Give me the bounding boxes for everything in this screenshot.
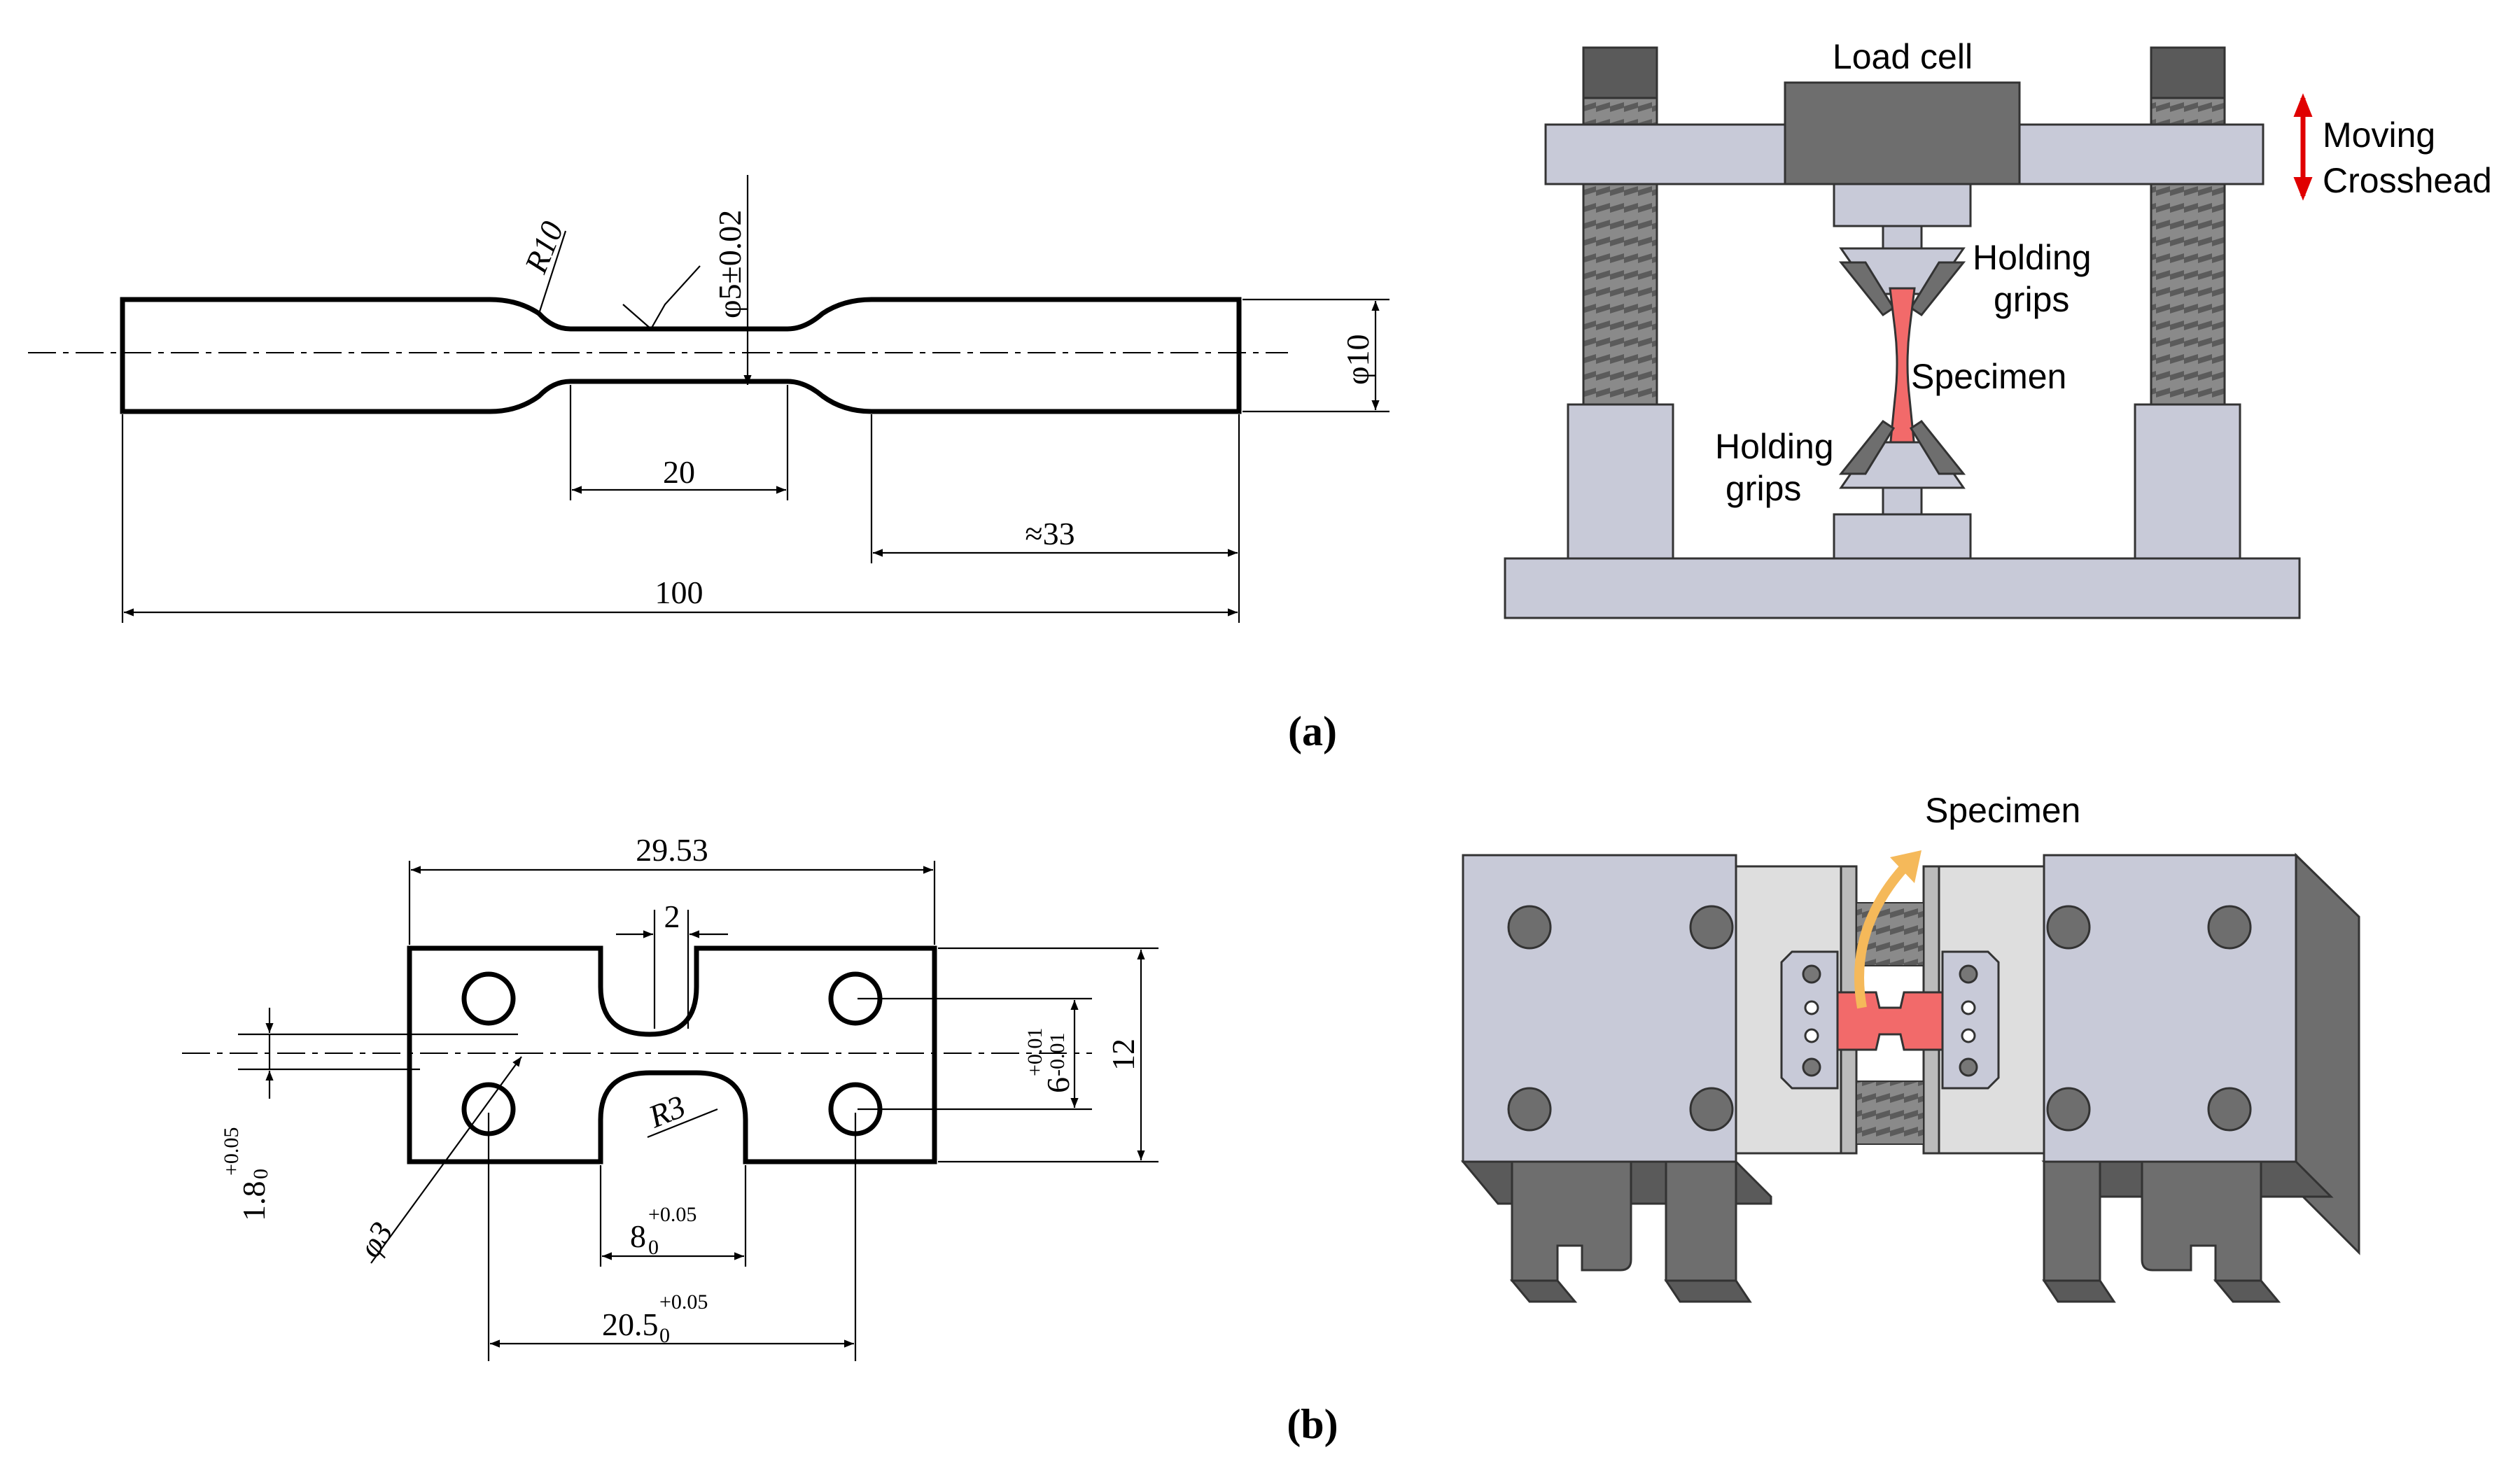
gauge-sub: 0 <box>648 1236 659 1259</box>
round-specimen-outline <box>120 297 1242 414</box>
specimen-label: Specimen <box>1911 357 2066 396</box>
hole-spacing-plus: +0.05 <box>659 1290 708 1314</box>
left-screw-thread <box>1582 174 1658 406</box>
base-plate <box>1504 557 2301 619</box>
hole-offset-plus: +0.05 <box>220 1127 243 1176</box>
hole-top-left <box>461 971 516 1026</box>
left-lower-column <box>1567 403 1674 560</box>
hole-spacing-base: 20.5 <box>602 1307 659 1342</box>
lower-grips-label-line1: Holding <box>1715 427 1834 466</box>
tol-upper-base: 6 <box>1040 1077 1076 1093</box>
hole-offset-sub: 0 <box>249 1169 272 1179</box>
left-fixture-foot <box>1511 1160 1632 1282</box>
upper-grips-label-line1: Holding <box>1973 238 2092 277</box>
load-cell-label: Load cell <box>1833 37 1973 76</box>
hole-offset-base: 1.8 <box>236 1181 272 1222</box>
specimen-arrow-icon <box>1854 864 1908 1009</box>
gauge-length-label: 20 <box>663 454 695 490</box>
right-lower-column <box>2134 403 2241 560</box>
tensile-machine: Load cell Holding grips Specimen Holding… <box>1504 37 2492 619</box>
panel-b-label: (b) <box>1287 1401 1338 1447</box>
flat-specimen-outline <box>407 945 937 1164</box>
width-total-label: 29.53 <box>636 832 708 868</box>
gauge-base: 8 <box>630 1218 646 1254</box>
r10-label: R10 <box>517 216 570 279</box>
upper-adapter <box>1833 183 1972 227</box>
lower-grips-label-line2: grips <box>1726 469 1801 508</box>
grip-length-label: ≈33 <box>1025 516 1074 551</box>
phi10-label: φ10 <box>1340 334 1376 385</box>
lower-adapter <box>1833 513 1972 560</box>
fixture-specimen <box>1836 991 1944 1051</box>
height-label: 12 <box>1105 1039 1141 1071</box>
right-clamp <box>1941 950 2000 1090</box>
gauge-plus: +0.05 <box>648 1203 696 1226</box>
right-screw-thread <box>2150 174 2226 406</box>
moving-label-line1: Moving <box>2323 115 2435 155</box>
tensile-fixture: Specimen <box>1460 791 2360 1303</box>
phi5-label: φ5±0.02 <box>712 210 748 318</box>
tol-upper-plus: +0.01 <box>1023 1028 1046 1076</box>
notch-width-label: 2 <box>664 899 680 934</box>
total-length-label: 100 <box>655 575 704 610</box>
flat-specimen-drawing: 29.53 2 12 6 +0.01 -0.01 1.8 0 +0.05 R3 <box>182 832 1158 1361</box>
surface-finish-symbol <box>622 265 701 330</box>
hole-spacing-sub: 0 <box>659 1324 670 1347</box>
tol-upper-minus: -0.01 <box>1046 1033 1069 1077</box>
right-fixture-foot <box>2141 1160 2262 1282</box>
load-cell <box>1784 81 2021 185</box>
hole-dia-label: φ3 <box>351 1216 400 1263</box>
fixture-specimen-label: Specimen <box>1925 791 2080 830</box>
round-specimen-drawing: R10 φ5±0.02 φ10 20 ≈33 100 <box>28 175 1390 623</box>
left-clamp <box>1780 950 1839 1090</box>
moving-label-line2: Crosshead <box>2323 161 2492 200</box>
r3-label: R3 <box>643 1088 690 1135</box>
lower-spring <box>1856 1081 1924 1145</box>
upper-grips-label-line2: grips <box>1994 280 2069 319</box>
panel-a-label: (a) <box>1288 708 1337 754</box>
